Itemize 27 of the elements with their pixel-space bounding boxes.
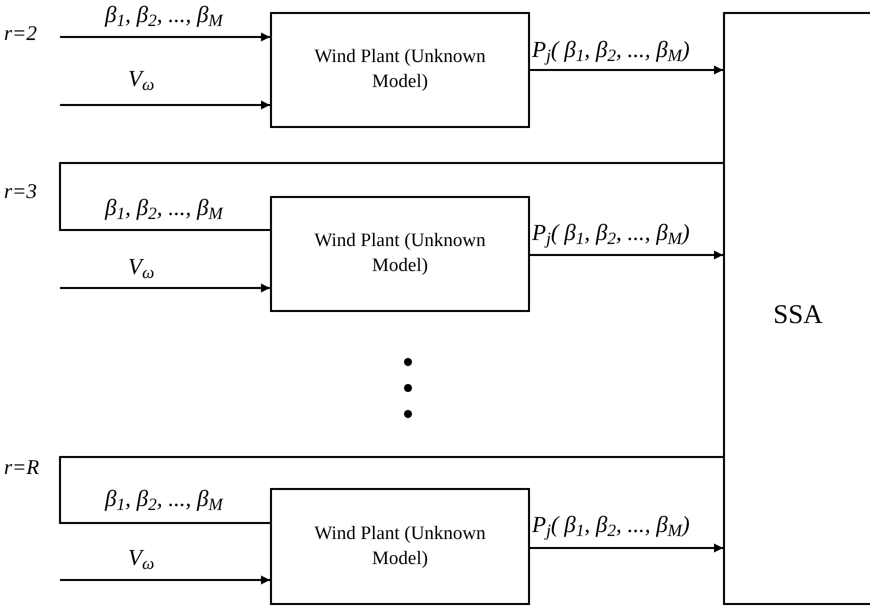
index-label: r=2 [4, 20, 37, 47]
index-label: r=3 [4, 178, 37, 205]
node-text: Wind Plant (Unknown Model) [313, 45, 487, 94]
node-text: Wind Plant (Unknown Model) [313, 522, 487, 570]
arrow [60, 576, 270, 584]
edge-label: P$_{j}$( β$_{1}$, β$_{2}$, ..., β$_{M}$) [532, 219, 690, 248]
arrow [530, 544, 723, 552]
arrow [530, 66, 723, 74]
edge-label: P$_{j}$( β$_{1}$, β$_{2}$, ..., β$_{M}$) [532, 36, 690, 65]
index-label: r=R [4, 454, 40, 481]
edge-label: β$_{1}$, β$_{2}$, ..., β$_{M}$ [105, 194, 223, 223]
arrow [60, 284, 270, 292]
edge-label: P$_{j}$( β$_{1}$, β$_{2}$, ..., β$_{M}$) [532, 511, 690, 540]
arrow [60, 100, 270, 110]
edge-label: V$_{ω}$ [128, 65, 154, 94]
edge-label: β$_{1}$, β$_{2}$, ..., β$_{M}$ [105, 1, 223, 30]
node-text: Wind Plant (Unknown Model) [313, 229, 487, 278]
process-box [270, 488, 530, 605]
process-box [270, 12, 530, 128]
edge-label: V$_{ω}$ [128, 253, 154, 282]
arrow [60, 32, 270, 42]
algorithm-block [723, 12, 870, 605]
node-text: SSA [772, 298, 824, 331]
process-box [270, 196, 530, 312]
edge-label: β$_{1}$, β$_{2}$, ..., β$_{M}$ [105, 485, 223, 514]
arrow [530, 250, 723, 260]
edge-label: V$_{ω}$ [128, 544, 154, 573]
